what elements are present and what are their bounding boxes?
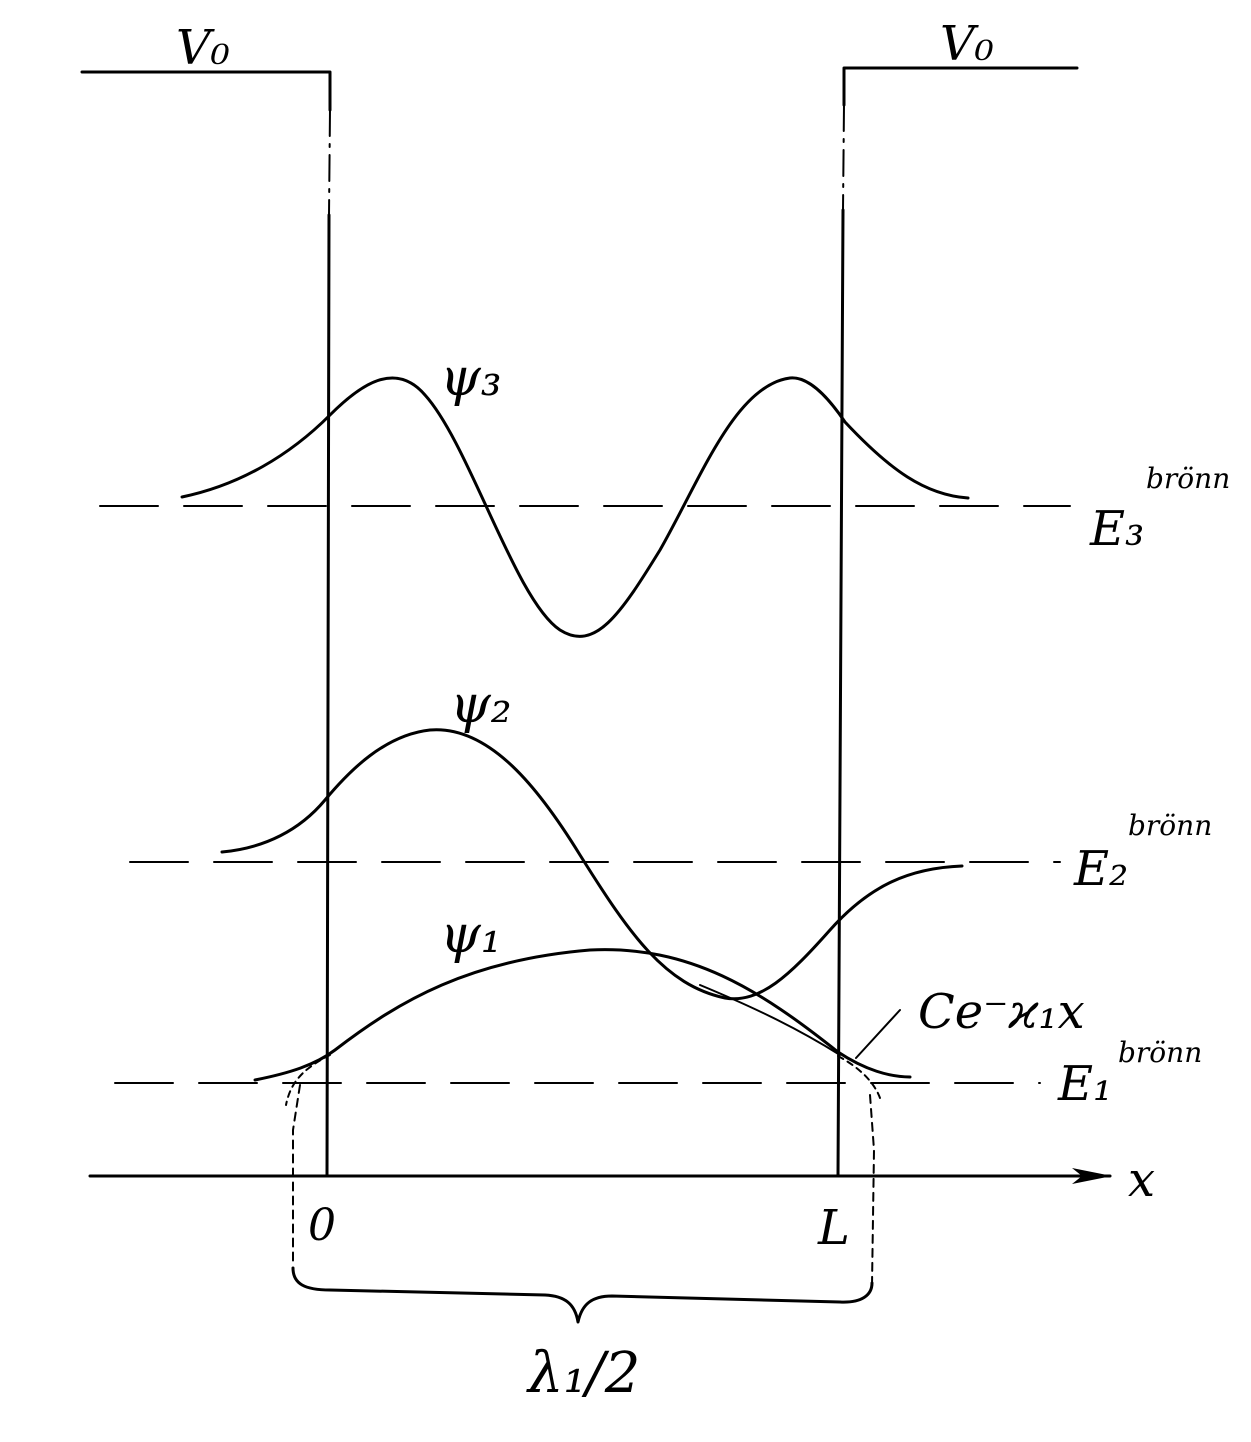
energy-level-2-superscript: brönn <box>1128 809 1212 842</box>
energy-level-2-label: E₂ <box>1073 841 1128 897</box>
wavefunction-psi1 <box>253 948 912 1082</box>
potential-barrier-left <box>80 70 332 112</box>
wavefunction-psi2 <box>220 728 964 1001</box>
potential-barrier-right <box>842 66 1079 107</box>
wavelength-dropline-right <box>869 1094 875 1286</box>
potential-label-right: V₀ <box>940 16 994 72</box>
psi1-label: ψ₁ <box>440 905 502 965</box>
decay-tail-right <box>837 1055 881 1099</box>
energy-level-3-superscript: brönn <box>1146 462 1230 495</box>
decay-tail-left <box>285 1054 331 1106</box>
barrier-edge-right-dashdot <box>842 104 845 211</box>
well-wall-right <box>836 208 845 1178</box>
wavelength-span-label: λ₁/2 <box>526 1341 640 1406</box>
decay-leader-line <box>855 1009 901 1059</box>
energy-level-1-label: E₁ <box>1057 1056 1112 1112</box>
psi2-label: ψ₂ <box>450 675 512 735</box>
origin-label: 0 <box>308 1200 336 1251</box>
energy-level-1-superscript: brönn <box>1118 1036 1202 1069</box>
well-width-label: L <box>817 1200 850 1256</box>
wavefunction-psi3 <box>180 376 970 638</box>
well-wall-left <box>325 213 331 1178</box>
wavelength-brace <box>291 1266 874 1324</box>
decay-tail-curve <box>699 984 841 1056</box>
energy-level-3-label: E₃ <box>1089 501 1144 557</box>
wavelength-dropline-left <box>292 1084 301 1266</box>
psi3-label: ψ₃ <box>440 348 502 408</box>
potential-label-left: V₀ <box>176 20 230 76</box>
decay-expression-label: Ce⁻ϰ₁x <box>918 984 1085 1040</box>
barrier-edge-left-dashdot <box>328 109 331 216</box>
x-axis-label: x <box>1128 1152 1155 1208</box>
